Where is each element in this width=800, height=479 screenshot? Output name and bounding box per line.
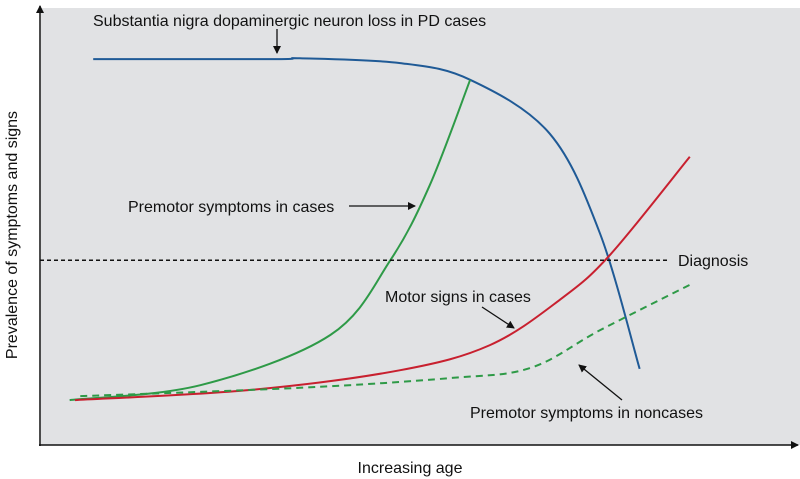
x-axis-label: Increasing age <box>358 460 463 477</box>
premotor-noncases-label: Premotor symptoms in noncases <box>470 405 703 422</box>
series-line-1 <box>69 79 472 402</box>
premotor-cases-label: Premotor symptoms in cases <box>128 199 334 216</box>
y-axis-label: Prevalence of symptoms and signs <box>4 111 21 359</box>
motor-cases-label: Motor signs in cases <box>385 289 531 306</box>
plot-background <box>41 8 800 445</box>
motor-cases-arrow <box>481 306 515 329</box>
premotor-noncases-arrow <box>578 364 623 401</box>
diagnosis-label: Diagnosis <box>678 253 748 270</box>
series-line-3 <box>80 283 691 398</box>
series-line-0 <box>93 57 641 370</box>
neuron-loss-label: Substantia nigra dopaminergic neuron los… <box>93 13 486 30</box>
